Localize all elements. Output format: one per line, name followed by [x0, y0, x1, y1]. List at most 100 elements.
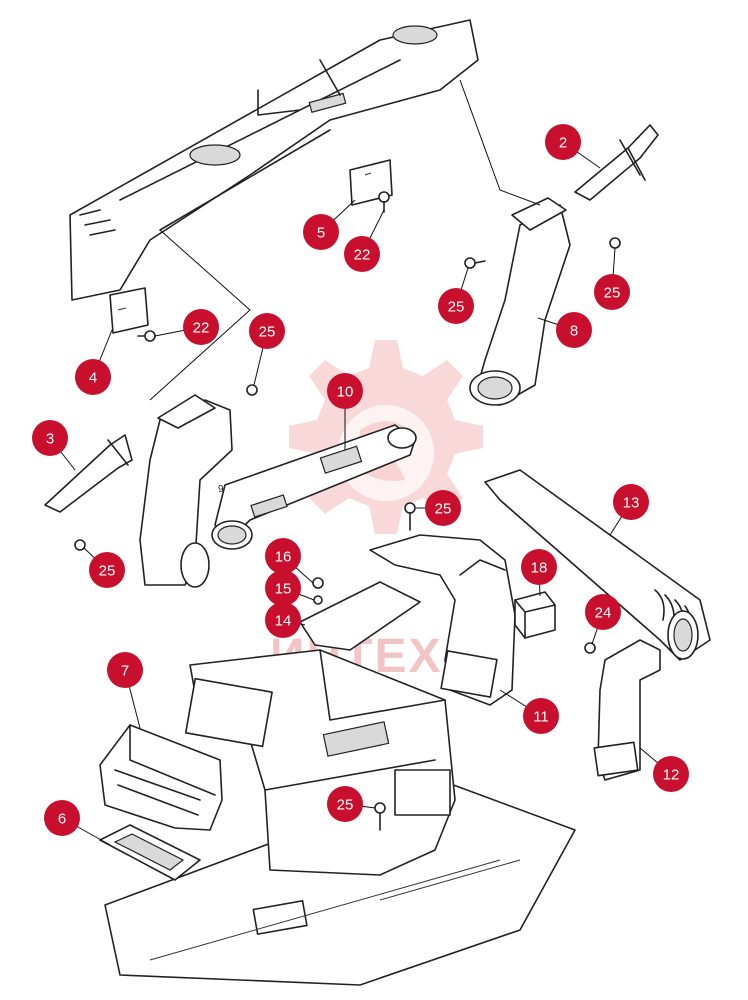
callout-4: 4	[75, 359, 111, 395]
callout-circle	[265, 570, 301, 606]
callout-circle	[327, 786, 363, 822]
callout-8: 8	[556, 312, 592, 348]
callout-24: 24	[585, 594, 621, 630]
callout-5: 5	[303, 214, 339, 250]
bolt-25-left	[74, 539, 86, 551]
callout-circle	[438, 288, 474, 324]
bolt-24	[584, 642, 596, 654]
callout-label: 25	[259, 324, 276, 341]
bracket-4	[109, 287, 149, 334]
callout-label: 12	[663, 767, 680, 784]
bolt-25-duct8	[464, 257, 486, 269]
callout-label: 11	[533, 709, 549, 726]
callout-circle	[425, 490, 461, 526]
callout-circle	[44, 800, 80, 836]
heater-unit-base	[104, 649, 576, 986]
callout-circle	[523, 698, 559, 734]
callout-circle	[545, 124, 581, 160]
callout-label: 4	[89, 370, 97, 387]
callout-circle	[556, 312, 592, 348]
callout-16: 16	[265, 538, 301, 574]
callout-18: 18	[521, 549, 557, 585]
callout-label: 25	[337, 797, 354, 814]
callout-label: 8	[570, 323, 578, 340]
bracket-2	[574, 124, 659, 201]
gasket-6	[99, 824, 201, 881]
callout-3: 3	[32, 420, 68, 456]
callout-label: 10	[337, 384, 354, 401]
bolt-22-upper	[378, 191, 390, 213]
duct-8	[469, 197, 571, 406]
callout-circle	[613, 484, 649, 520]
callout-25: 25	[327, 786, 363, 822]
callout-label: 25	[435, 501, 452, 518]
bolt-25-center	[404, 502, 416, 531]
duct-11	[369, 534, 516, 706]
callout-circle	[265, 602, 301, 638]
callout-circle	[303, 214, 339, 250]
callout-25: 25	[249, 313, 285, 349]
washer-15	[313, 595, 323, 605]
callout-label: 22	[193, 320, 210, 337]
callout-circle	[32, 420, 68, 456]
callout-label: 3	[46, 431, 54, 448]
bracket-3	[44, 434, 133, 513]
duct-10	[211, 424, 417, 550]
callout-circle	[89, 552, 125, 588]
callout-7: 7	[107, 652, 143, 688]
callout-circle	[75, 359, 111, 395]
callout-label: 25	[448, 299, 465, 316]
bolt-25-right-top	[609, 237, 621, 249]
callout-label: 2	[559, 135, 567, 152]
upper-frame-duct	[69, 19, 479, 301]
callout-label: 25	[604, 285, 621, 302]
callout-label: 13	[623, 495, 640, 512]
callout-circle	[327, 373, 363, 409]
duct-12	[593, 639, 661, 781]
callout-15: 15	[265, 570, 301, 606]
callout-circle	[521, 549, 557, 585]
callout-label: 18	[531, 560, 548, 577]
callout-label: 15	[275, 581, 292, 598]
callout-circle	[594, 274, 630, 310]
callout-label: 7	[121, 663, 129, 680]
callout-22: 22	[344, 236, 380, 272]
callout-label: 22	[354, 247, 371, 264]
callout-label: 5	[317, 225, 325, 242]
callout-25: 25	[89, 552, 125, 588]
callout-14: 14	[265, 602, 301, 638]
callout-circle	[653, 756, 689, 792]
label-nine: 9	[218, 484, 224, 495]
callout-12: 12	[653, 756, 689, 792]
bolt-22-left	[137, 330, 156, 342]
callout-25: 25	[594, 274, 630, 310]
screw-16	[312, 577, 324, 589]
blower-7	[99, 724, 223, 831]
callout-10: 10	[327, 373, 363, 409]
callout-11: 11	[523, 698, 559, 734]
hose-13	[484, 469, 711, 661]
callout-13: 13	[613, 484, 649, 520]
callout-circle	[265, 538, 301, 574]
callout-circle	[585, 594, 621, 630]
callout-circle	[249, 313, 285, 349]
callout-6: 6	[44, 800, 80, 836]
filter-14	[299, 581, 421, 651]
callout-circle	[107, 652, 143, 688]
callout-25: 25	[425, 490, 461, 526]
bolt-25-bottom	[374, 802, 386, 831]
callout-label: 6	[58, 811, 66, 828]
callout-25: 25	[438, 288, 474, 324]
callout-label: 14	[275, 613, 292, 630]
bolt-25-duct9	[246, 384, 258, 396]
callout-label: 24	[595, 605, 612, 622]
block-18	[514, 591, 556, 639]
callout-2: 2	[545, 124, 581, 160]
duct-9	[139, 394, 233, 588]
callout-circle	[344, 236, 380, 272]
callout-label: 25	[99, 563, 116, 580]
callout-label: 16	[275, 549, 292, 566]
